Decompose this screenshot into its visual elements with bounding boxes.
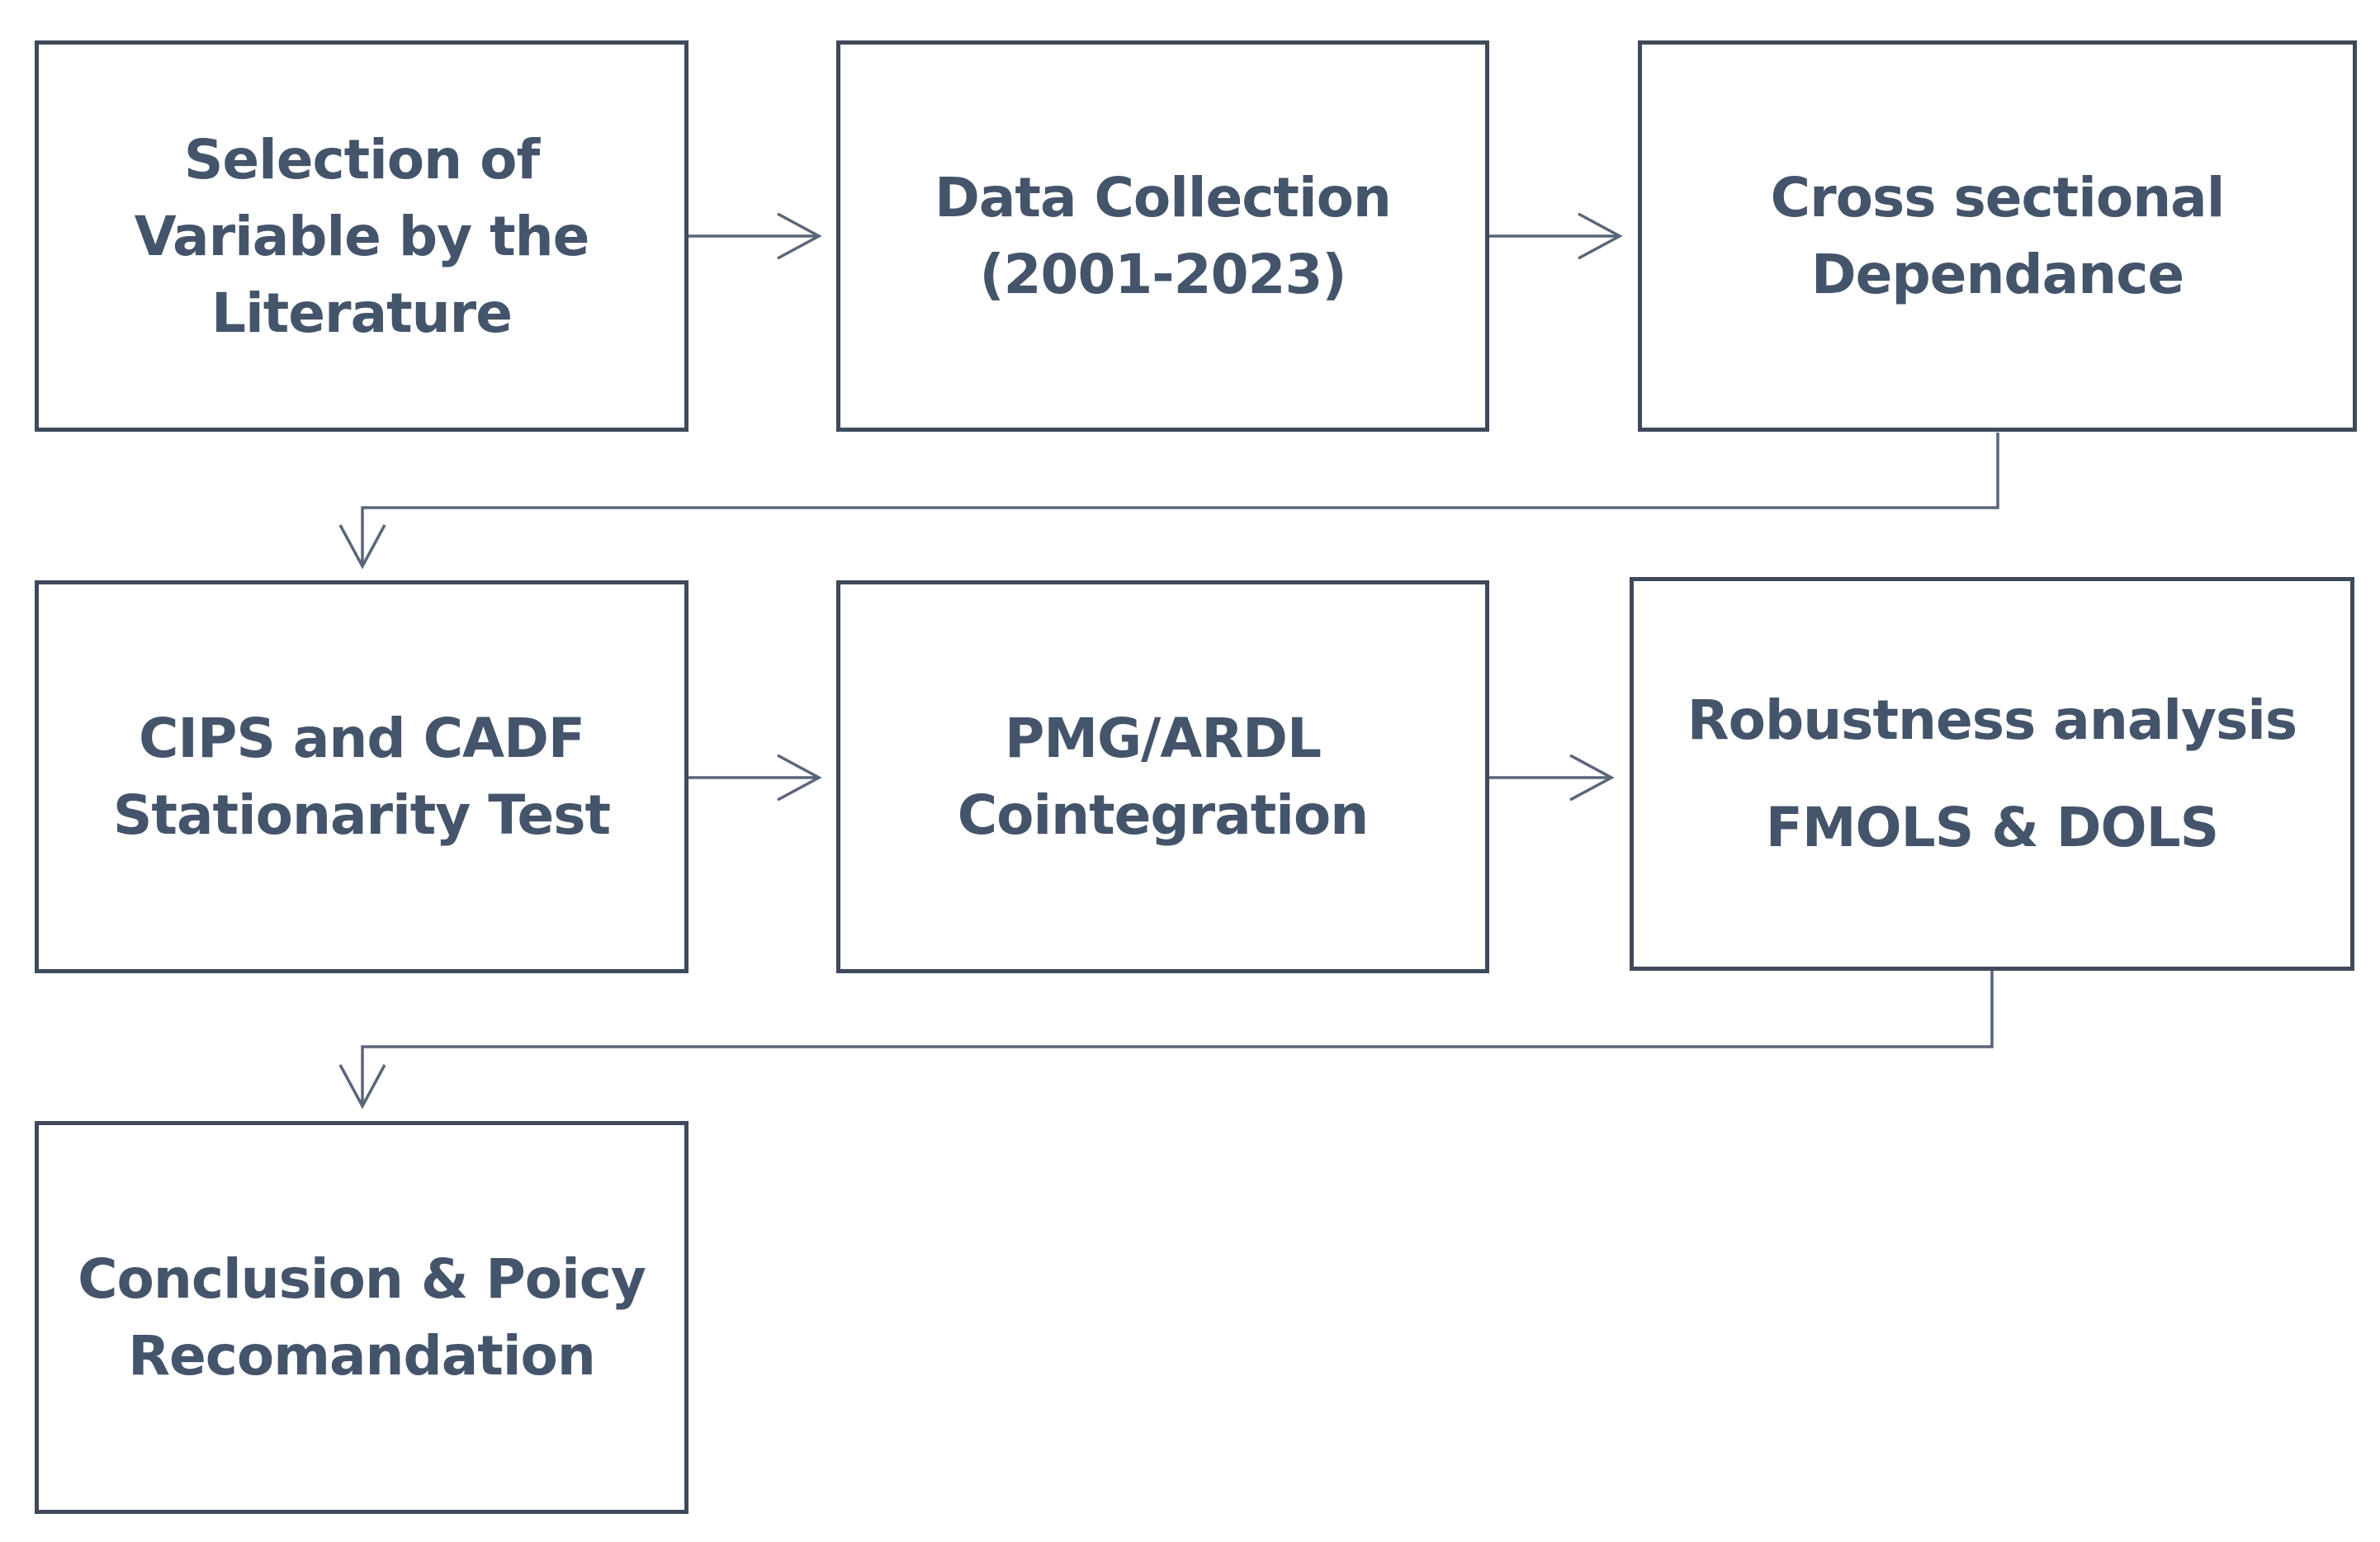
step-conclusion-policy-recommendation: Conclusion & Poicy Recomandation [35,1121,688,1514]
step-label-line: Data Collection [934,166,1392,229]
arrow-pmg-ardl-to-robustness [1489,754,1615,802]
step-data-collection: Data Collection (2001-2023) [836,40,1489,432]
step-label-line: Cross sectional [1770,166,2226,229]
step-pmg-ardl-cointegration: PMG/ARDL Cointegration [836,580,1489,973]
step-label-line: CIPS and CADF [138,707,585,770]
step-label-line: PMG/ARDL [1004,707,1322,770]
arrow-robustness-to-conclusion [338,971,1994,1109]
step-cross-sectional-dependance: Cross sectional Dependance [1638,40,2357,432]
step-label-line: Conclusion & Poicy [78,1247,646,1311]
step-label-line: Robustness analysis [1687,688,2297,752]
step-label-line: Recomandation [128,1324,596,1388]
step-label-line: (2001-2023) [979,243,1346,306]
step-selection-of-variable: Selection of Variable by the Literature [35,40,688,432]
step-robustness-analysis: Robustness analysis FMOLS & DOLS [1630,577,2354,971]
step-label-line: Selection of [183,127,540,192]
arrow-cross-sectional-to-cips-cadf [338,433,1999,570]
arrow-selection-to-data-collection [688,212,822,260]
step-label-line: FMOLS & DOLS [1765,796,2219,859]
step-label-line: Variable by the [134,204,590,268]
step-cips-cadf-stationarity-test: CIPS and CADF Stationarity Test [35,580,688,973]
step-label-line: Cointegration [957,783,1370,847]
step-label-line: Dependance [1810,243,2184,306]
arrow-data-collection-to-cross-sectional [1489,212,1623,260]
step-label-line: Stationarity Test [112,783,611,847]
step-label-line: Literature [211,281,513,345]
arrow-cips-cadf-to-pmg-ardl [688,754,822,802]
